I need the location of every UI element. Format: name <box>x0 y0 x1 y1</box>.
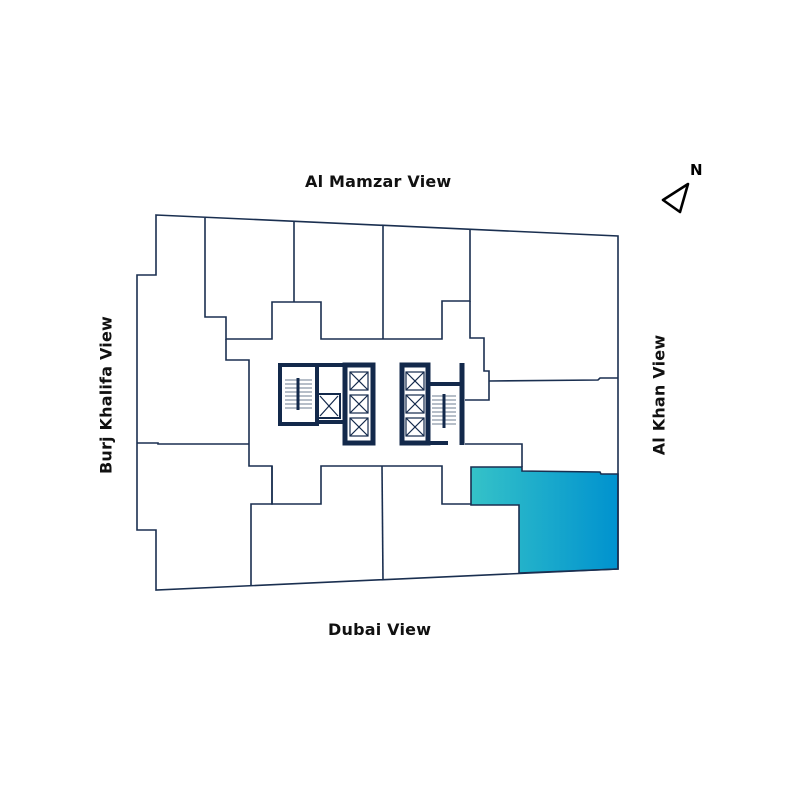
corridor-wall <box>225 339 273 585</box>
unit-wall <box>381 465 384 581</box>
corridor-wall <box>271 465 471 505</box>
north-arrow-icon <box>661 182 690 214</box>
unit-wall <box>204 218 471 340</box>
south-view-label: Dubai View <box>328 620 432 639</box>
compass-north-label: N <box>690 161 703 179</box>
highlighted-unit[interactable] <box>470 466 619 574</box>
west-view-label: Burj Khalifa View <box>96 315 116 475</box>
unit-wall <box>137 442 249 445</box>
unit-wall <box>488 377 618 382</box>
east-view-label: Al Khan View <box>649 334 669 456</box>
building-outline <box>136 214 619 591</box>
building-core <box>278 362 465 446</box>
corridor-wall <box>465 443 523 467</box>
unit-wall <box>465 301 490 401</box>
north-view-label: Al Mamzar View <box>305 172 452 191</box>
